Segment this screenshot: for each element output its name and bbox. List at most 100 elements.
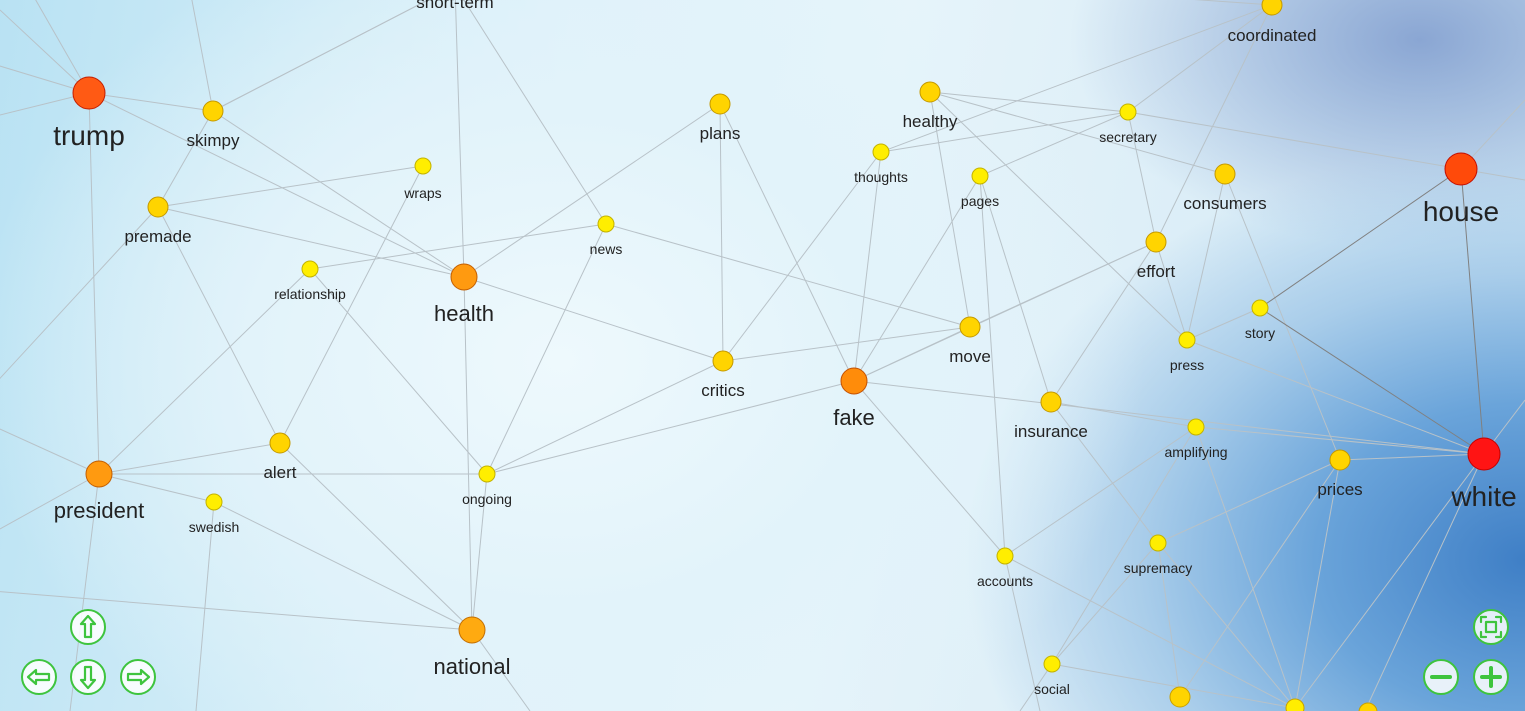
node-label-relationship: relationship <box>274 286 346 302</box>
node-label-accounts: accounts <box>977 573 1033 589</box>
graph-node-secretary[interactable]: secretary <box>1099 103 1157 145</box>
node-circle-critics[interactable] <box>712 350 734 372</box>
graph-edge-effort-insurance <box>1050 241 1157 403</box>
graph-node-insurance[interactable]: insurance <box>1014 391 1088 441</box>
pan-right-button[interactable] <box>120 659 156 695</box>
node-circle-trump[interactable] <box>72 76 106 110</box>
graph-node-alert[interactable]: alert <box>263 432 297 482</box>
graph-node-trump[interactable]: trump <box>53 76 125 151</box>
graph-edge-critics-ongoing <box>486 360 724 475</box>
node-circle-relationship[interactable] <box>301 260 319 278</box>
graph-node-partial[interactable] <box>1169 686 1191 708</box>
node-circle-coordinated[interactable] <box>1261 0 1283 16</box>
pan-up-button[interactable] <box>70 609 106 645</box>
node-circle-pages[interactable] <box>971 167 989 185</box>
graph-node-accounts[interactable]: accounts <box>977 547 1033 589</box>
node-circle-prices[interactable] <box>1329 449 1351 471</box>
graph-edge-premade-health <box>157 206 465 278</box>
graph-edge-move-effort <box>969 241 1157 328</box>
node-circle-insurance[interactable] <box>1040 391 1062 413</box>
node-circle-ongoing[interactable] <box>478 465 496 483</box>
node-circle-premade[interactable] <box>147 196 169 218</box>
graph-edge-health-plans <box>463 103 721 278</box>
graph-node-story[interactable]: story <box>1245 299 1275 341</box>
graph-edge-premade-alert <box>157 206 281 444</box>
graph-node-coordinated[interactable]: coordinated <box>1228 0 1317 45</box>
graph-edge-alert-national <box>279 442 473 631</box>
node-circle-national[interactable] <box>458 616 486 644</box>
node-circle-house[interactable] <box>1444 152 1478 186</box>
node-circle-accounts[interactable] <box>996 547 1014 565</box>
node-circle-white[interactable] <box>1467 437 1501 471</box>
graph-node-news[interactable]: news <box>590 215 623 257</box>
node-circle-plans[interactable] <box>709 93 731 115</box>
node-circle-fake[interactable] <box>840 367 868 395</box>
fit-to-screen-button[interactable] <box>1473 609 1509 645</box>
graph-edge-story-press <box>1186 307 1261 341</box>
node-circle-secretary[interactable] <box>1119 103 1137 121</box>
graph-node-health[interactable]: health <box>434 263 494 326</box>
graph-edge <box>1294 453 1485 709</box>
graph-node-partial[interactable] <box>1358 702 1378 711</box>
node-circle-health[interactable] <box>450 263 478 291</box>
navigation-controls <box>21 609 1509 695</box>
node-circle-thoughts[interactable] <box>872 143 890 161</box>
node-circle-press[interactable] <box>1178 331 1196 349</box>
graph-node-thoughts[interactable]: thoughts <box>854 143 908 185</box>
node-circle-swedish[interactable] <box>205 493 223 511</box>
node-circle-healthy[interactable] <box>919 81 941 103</box>
graph-node-swedish[interactable]: swedish <box>189 493 240 535</box>
graph-node-ongoing[interactable]: ongoing <box>462 465 512 507</box>
graph-edge-wraps-alert <box>279 165 424 444</box>
zoom-out-button[interactable] <box>1423 659 1459 695</box>
node-circle-news[interactable] <box>597 215 615 233</box>
node-circle-alert[interactable] <box>269 432 291 454</box>
node-label-wraps: wraps <box>403 185 441 201</box>
graph-node-premade[interactable]: premade <box>124 196 192 246</box>
pan-down-button[interactable] <box>70 659 106 695</box>
graph-node-supremacy[interactable]: supremacy <box>1124 534 1192 576</box>
node-circle-wraps[interactable] <box>414 157 432 175</box>
graph-node-effort[interactable]: effort <box>1137 231 1176 281</box>
graph-node-press[interactable]: press <box>1170 331 1204 373</box>
node-circle-effort[interactable] <box>1145 231 1167 253</box>
graph-node-social[interactable]: social <box>1034 655 1070 697</box>
graph-node-short-term[interactable]: short-term <box>416 0 493 12</box>
node-circle-amplifying[interactable] <box>1187 418 1205 436</box>
graph-edge-strong-house-white <box>1460 168 1485 455</box>
graph-node-move[interactable]: move <box>949 316 991 366</box>
graph-node-president[interactable]: president <box>54 460 145 523</box>
graph-edge-consumers-healthy <box>929 91 1226 175</box>
graph-node-house[interactable]: house <box>1423 152 1499 227</box>
node-circle-consumers[interactable] <box>1214 163 1236 185</box>
arrow-left-icon <box>26 668 51 686</box>
graph-node-plans[interactable]: plans <box>700 93 741 143</box>
graph-node-white[interactable]: white <box>1450 437 1517 512</box>
graph-node-wraps[interactable]: wraps <box>403 157 442 201</box>
graph-node-national[interactable]: national <box>433 616 511 679</box>
node-label-alert: alert <box>263 463 296 482</box>
graph-node-prices[interactable]: prices <box>1317 449 1363 499</box>
node-circle-social[interactable] <box>1043 655 1061 673</box>
graph-node-partial[interactable] <box>1285 698 1305 711</box>
node-label-prices: prices <box>1317 480 1362 499</box>
graph-node-skimpy[interactable]: skimpy <box>187 100 240 150</box>
graph-node-pages[interactable]: pages <box>961 167 999 209</box>
zoom-in-button[interactable] <box>1473 659 1509 695</box>
graph-edge-ongoing-national <box>471 473 488 631</box>
node-circle-story[interactable] <box>1251 299 1269 317</box>
graph-node-relationship[interactable]: relationship <box>274 260 346 302</box>
node-label-press: press <box>1170 357 1204 373</box>
node-circle-supremacy[interactable] <box>1149 534 1167 552</box>
graph-node-consumers[interactable]: consumers <box>1183 163 1267 213</box>
graph-node-healthy[interactable]: healthy <box>903 81 958 131</box>
graph-node-critics[interactable]: critics <box>701 350 745 400</box>
node-circle-move[interactable] <box>959 316 981 338</box>
graph-node-fake[interactable]: fake <box>833 367 875 430</box>
node-circle-president[interactable] <box>85 460 113 488</box>
node-circle-skimpy[interactable] <box>202 100 224 122</box>
pan-left-button[interactable] <box>21 659 57 695</box>
graph-node-amplifying[interactable]: amplifying <box>1164 418 1228 460</box>
